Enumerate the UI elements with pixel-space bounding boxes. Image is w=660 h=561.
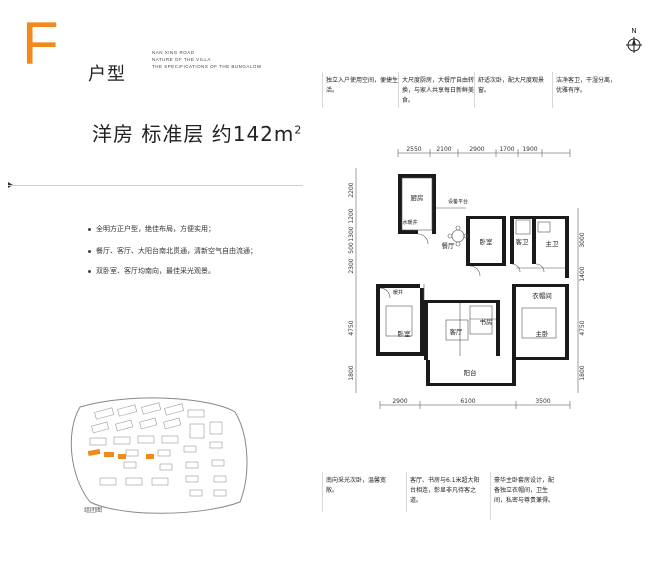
feature-item: 全明方正户型，绝佳布局，方便实用； [88, 224, 215, 234]
dim-top: 2550 [406, 146, 421, 153]
svg-text:500: 500 [348, 242, 355, 254]
walls [376, 174, 569, 386]
svg-text:2200: 2200 [348, 182, 355, 197]
svg-text:1800: 1800 [579, 365, 586, 380]
room-label-study: 书房 [480, 317, 493, 326]
room-label-closet: 衣帽间 [532, 291, 552, 300]
svg-text:2300: 2300 [348, 258, 355, 273]
bullet-icon [88, 249, 91, 253]
headline: 洋房 标准层 约142m2 [92, 118, 302, 147]
dim-top: 2100 [436, 146, 451, 153]
site-plan-highlighted-buildings [87, 448, 154, 459]
dimension-labels-left: 2200 1200 1300 500 2300 4750 1800 3000 1… [348, 182, 586, 380]
room-labels: 厨房 设备平台 水暖井 餐厅 卧室 客卫 主卫 衣帽间 书房 客厅 卧室 主卧 … [393, 193, 559, 377]
column-divider [406, 472, 407, 512]
room-label-kitchen: 厨房 [411, 193, 424, 202]
feature-item: 餐厅、客厅、大阳台南北贯通，清新空气自由流通； [88, 246, 257, 256]
compass-icon: N [625, 26, 643, 56]
headline-superscript: 2 [294, 123, 303, 137]
bullet-icon [88, 227, 91, 231]
english-line-2: NATURE OF THE VILLA [152, 57, 211, 62]
svg-text:4750: 4750 [348, 320, 355, 335]
room-label-dining: 餐厅 [442, 241, 456, 250]
dim-bottom: 6100 [460, 398, 475, 405]
english-tagline: NAN XING ROAD NATURE OF THE VILLA THE SP… [152, 49, 262, 70]
svg-text:1200: 1200 [348, 208, 355, 223]
desc-bedroom: 舒适次卧，配大尺度观景窗。 [478, 77, 545, 94]
desc-master: 豪华主卧套房设计，配备独立衣帽间，卫生间，私密与尊贵兼得。 [494, 477, 555, 504]
svg-text:3000: 3000 [579, 232, 586, 247]
room-label-water: 水暖井 [402, 219, 417, 226]
room-label-balcony: 阳台 [464, 368, 477, 377]
floor-plan: 2550 2100 2900 1700 1900 2900 6100 3500 … [348, 146, 586, 409]
feature-text: 全明方正户型，绝佳布局，方便实用； [96, 225, 215, 233]
dimension-labels: 2550 2100 2900 1700 1900 2900 6100 3500 [392, 146, 550, 405]
dim-bottom: 2900 [392, 398, 407, 405]
dim-top: 2900 [469, 146, 484, 153]
column-divider [490, 472, 491, 520]
svg-text:1800: 1800 [348, 365, 355, 380]
dim-bottom: 3500 [535, 398, 550, 405]
unit-type-label: 户型 [88, 64, 126, 85]
bullet-icon [88, 269, 91, 273]
desc-living: 客厅、书房与6.1米超大阳台相连，彰显非凡待客之道。 [410, 477, 480, 504]
feature-item: 双卧室、客厅均南向，最佳采光观景。 [88, 266, 215, 276]
dim-top: 1700 [499, 146, 514, 153]
room-label-master-bath: 主卫 [546, 239, 560, 248]
site-plan-map [70, 397, 248, 514]
column-divider [322, 72, 323, 108]
room-label-bedroom2: 卧室 [480, 237, 494, 246]
dim-top: 1900 [522, 146, 537, 153]
english-line-1: NAN XING ROAD [152, 50, 195, 55]
feature-text: 双卧室、客厅均南向，最佳采光观景。 [96, 267, 215, 275]
inner-lines [379, 177, 565, 356]
svg-text:1400: 1400 [579, 266, 586, 281]
site-plan-buildings [89, 402, 227, 497]
english-line-3: THE SPECIFICATIONS OF THE BUNGALOW [152, 64, 262, 69]
column-divider [322, 472, 323, 512]
room-label-master-bed: 主卧 [536, 329, 550, 338]
compass-north-label: N [631, 27, 636, 35]
column-divider [398, 72, 399, 108]
desc-guest-bath: 洁净客卫，干湿分离，优雅有序。 [556, 77, 617, 94]
desc-entry: 独立入户使用空间，便捷生活。 [326, 77, 399, 94]
headline-text: 洋房 标准层 约142m [92, 122, 295, 146]
feature-text: 餐厅、客厅、大阳台南北贯通，清新空气自由流通； [96, 247, 257, 255]
site-plan-label: 组团图 [84, 507, 103, 514]
room-label-bedroom3: 卧室 [398, 329, 412, 338]
room-label-air-well: 暖井 [393, 289, 403, 296]
desc-bedroom3: 南向采光次卧，温馨宽敞。 [326, 477, 387, 494]
column-divider [552, 72, 553, 108]
room-label-guest-bath: 客卫 [516, 237, 530, 246]
unit-type-letter: F [22, 10, 59, 77]
dimension-lines [355, 149, 579, 409]
room-label-equipment: 设备平台 [448, 198, 468, 205]
divider-line [8, 185, 303, 186]
svg-text:4750: 4750 [579, 320, 586, 335]
column-divider [474, 72, 475, 108]
room-label-living: 客厅 [450, 327, 464, 336]
svg-text:1300: 1300 [348, 226, 355, 241]
desc-kitchen: 大尺度厨房，大餐厅自由转换，与家人共享每日新鲜美食。 [402, 77, 475, 104]
